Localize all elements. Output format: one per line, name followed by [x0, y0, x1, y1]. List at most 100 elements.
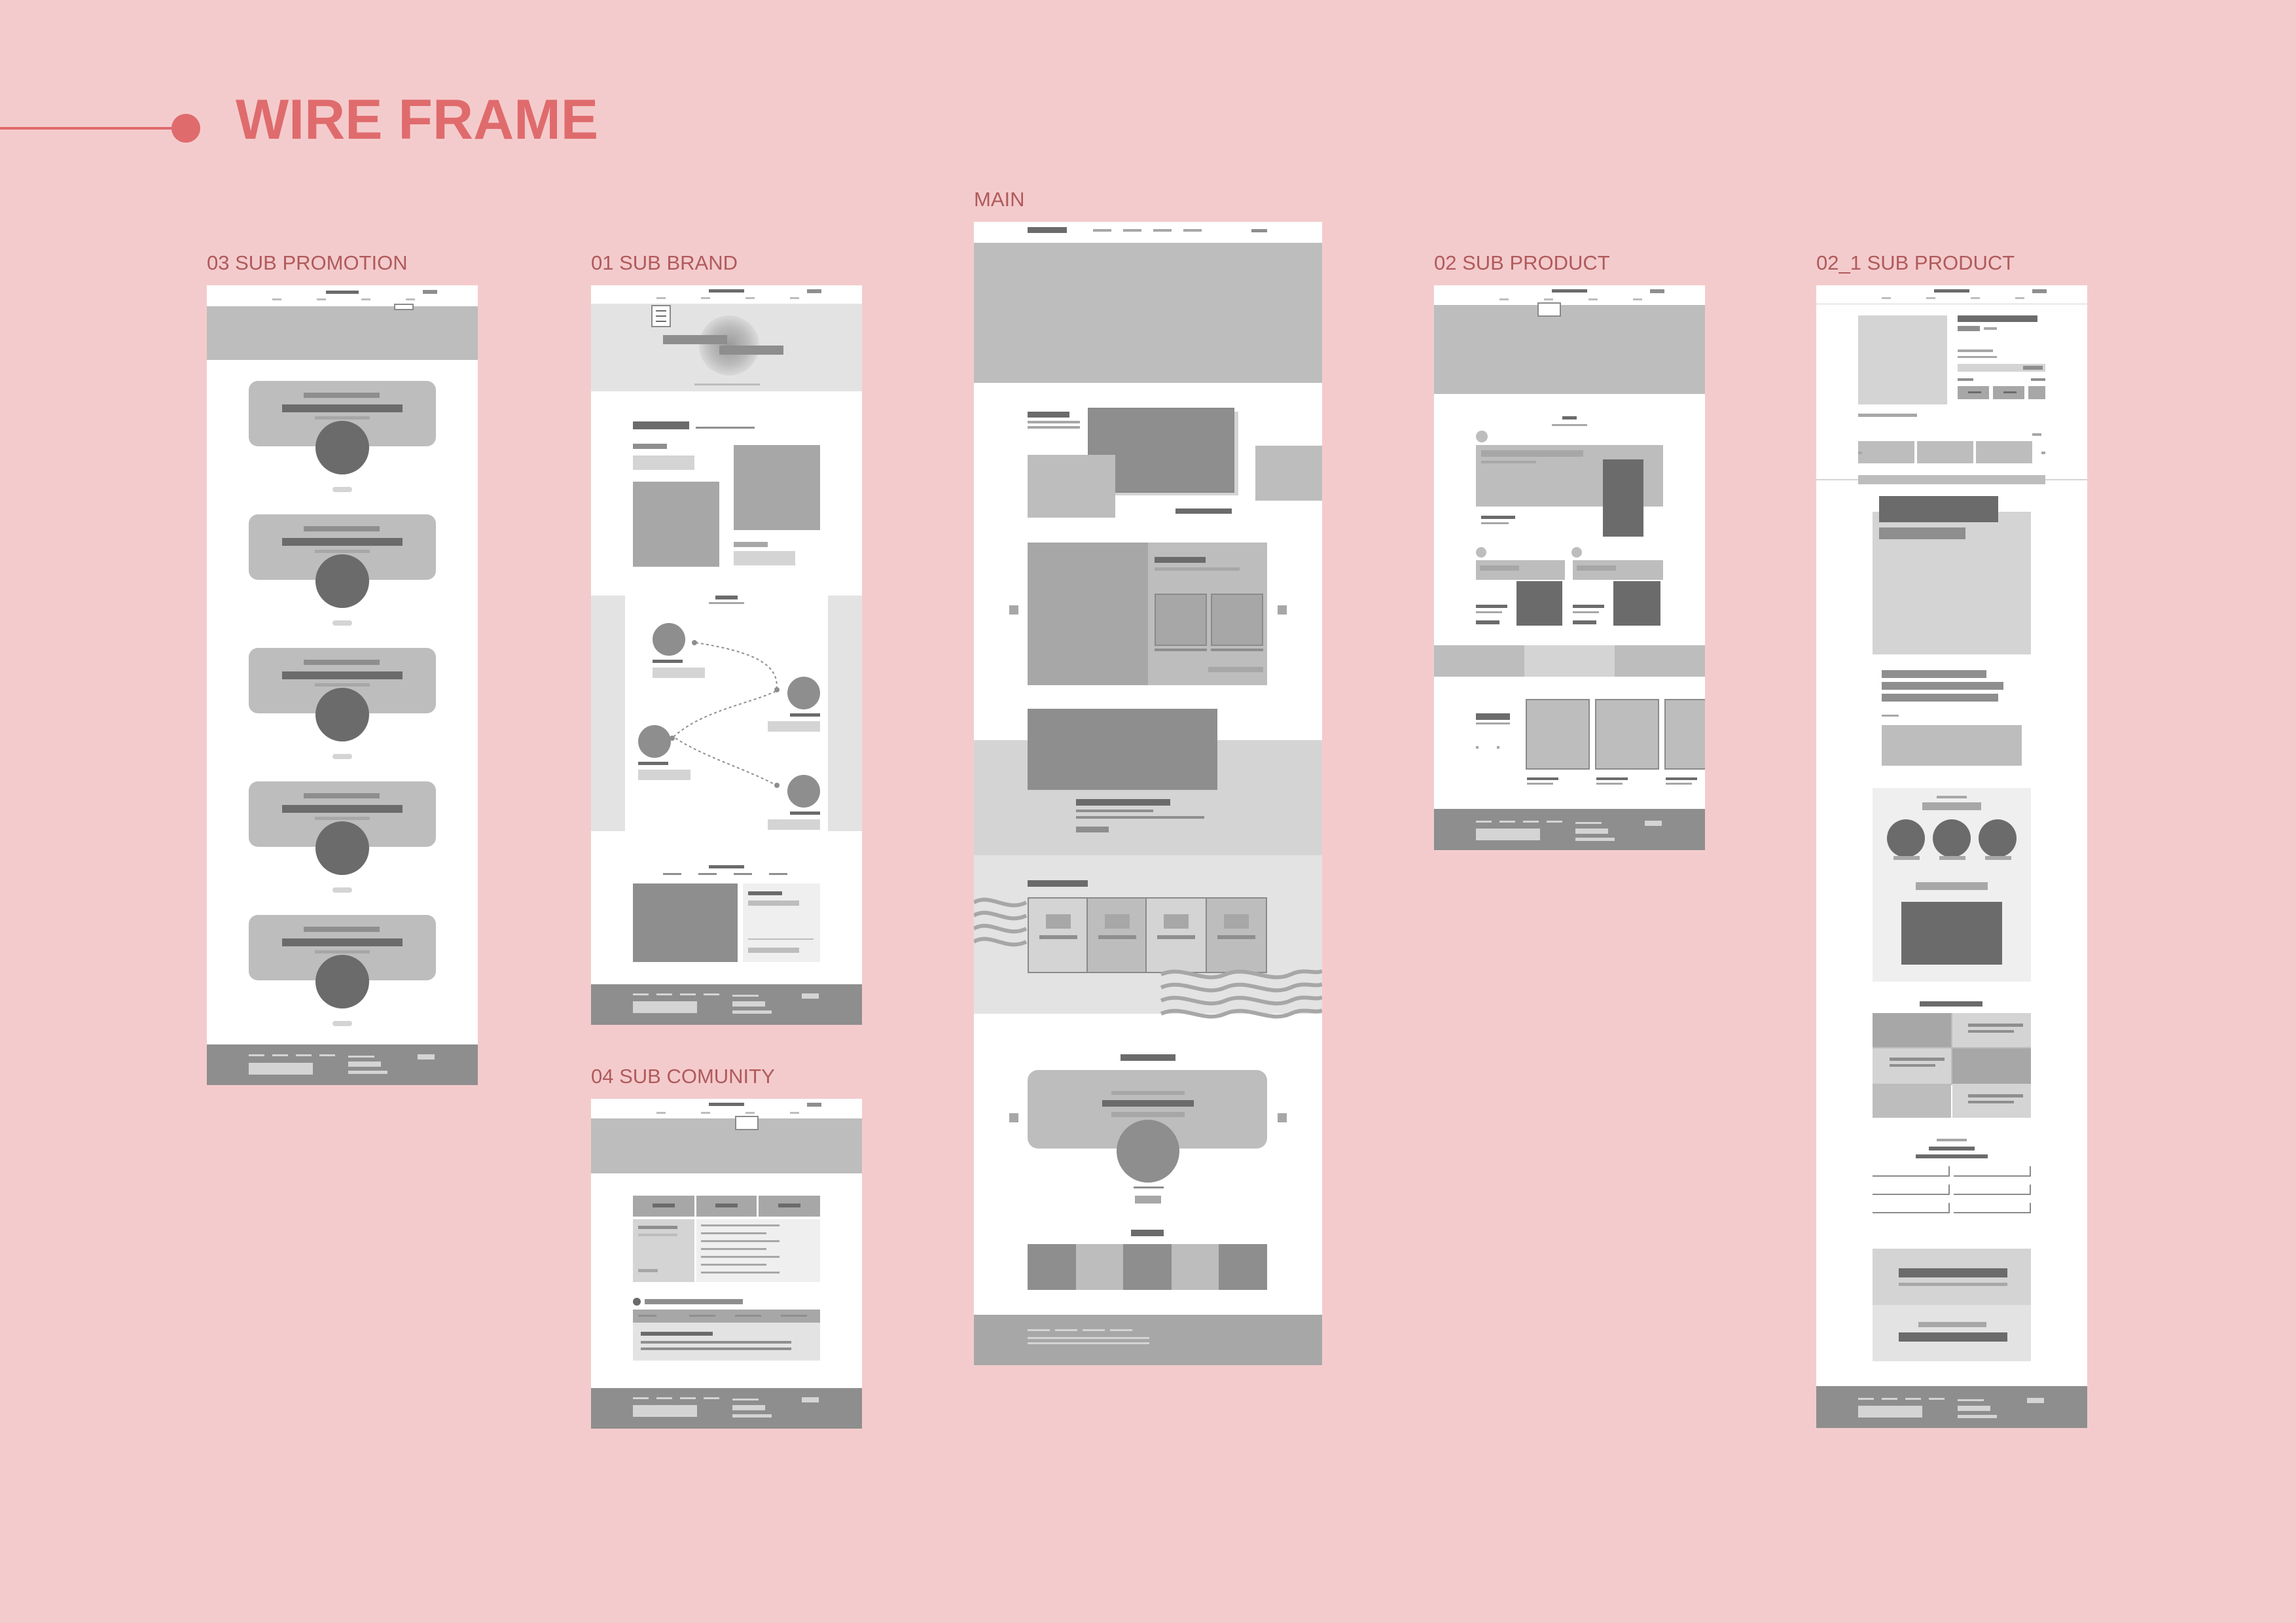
- board-tabs[interactable]: [633, 1310, 820, 1323]
- notice-list-item[interactable]: [701, 1264, 766, 1266]
- footer-link[interactable]: [1523, 821, 1539, 823]
- footer-link[interactable]: [680, 1397, 696, 1399]
- related-item[interactable]: [1917, 441, 1973, 463]
- nav-item[interactable]: [1123, 229, 1141, 232]
- product-card-button[interactable]: [1476, 620, 1499, 624]
- footer-link[interactable]: [1905, 1398, 1921, 1400]
- store-tab[interactable]: [698, 873, 717, 875]
- arrow-right-icon[interactable]: [1278, 1113, 1287, 1122]
- related-item[interactable]: [1858, 441, 1914, 463]
- footer-link[interactable]: [704, 993, 719, 995]
- footer-link[interactable]: [633, 1397, 649, 1399]
- review-cell[interactable]: [1873, 1203, 1950, 1213]
- store-tab[interactable]: [734, 873, 752, 875]
- nav-item[interactable]: [1183, 229, 1202, 232]
- related-more[interactable]: [2032, 433, 2041, 436]
- arrow-left-icon[interactable]: [1009, 1113, 1018, 1122]
- product-tab[interactable]: [1434, 645, 1524, 677]
- footer-link[interactable]: [1083, 1329, 1105, 1331]
- footer-link[interactable]: [656, 1397, 672, 1399]
- nav-item[interactable]: [1153, 229, 1172, 232]
- more-button[interactable]: [332, 487, 352, 492]
- review-cell[interactable]: [1873, 1166, 1950, 1177]
- notice-more[interactable]: [638, 1269, 658, 1272]
- gallery-tile[interactable]: [1076, 1244, 1123, 1290]
- footer-link[interactable]: [1882, 1398, 1897, 1400]
- product-list-item[interactable]: [1526, 699, 1590, 770]
- footer-link[interactable]: [680, 993, 696, 995]
- review-cell[interactable]: [1954, 1166, 2031, 1177]
- product-card-button[interactable]: [1573, 620, 1596, 624]
- ingredient-title: [1937, 796, 1967, 798]
- footer-link[interactable]: [319, 1054, 335, 1056]
- gallery-tile[interactable]: [1172, 1244, 1219, 1290]
- product-thumb[interactable]: [1211, 594, 1263, 646]
- band-button[interactable]: [1076, 827, 1109, 832]
- footer-link[interactable]: [656, 993, 672, 995]
- footer-link[interactable]: [1547, 821, 1562, 823]
- more-button[interactable]: [332, 1021, 352, 1026]
- board-tab[interactable]: [735, 1315, 761, 1317]
- pager-dot[interactable]: [1476, 746, 1479, 749]
- carousel-dots[interactable]: [1134, 1186, 1164, 1188]
- footer-link[interactable]: [704, 1397, 719, 1399]
- detail-tab[interactable]: [2000, 475, 2045, 484]
- footer-link[interactable]: [1929, 1398, 1945, 1400]
- footer-link[interactable]: [1055, 1329, 1077, 1331]
- arrow-left-icon[interactable]: [1009, 605, 1018, 615]
- board-tab[interactable]: [638, 1315, 656, 1317]
- footer-link[interactable]: [249, 1054, 264, 1056]
- pager-dot[interactable]: [1497, 746, 1499, 749]
- review-cell[interactable]: [1954, 1185, 2031, 1195]
- nav-item[interactable]: [1093, 229, 1111, 232]
- related-item[interactable]: [1976, 441, 2032, 463]
- wish-button[interactable]: [2028, 386, 2045, 399]
- store-tab[interactable]: [663, 873, 681, 875]
- product-list-item[interactable]: [1664, 699, 1705, 770]
- menu-dots-icon[interactable]: [1251, 229, 1267, 232]
- review-cell[interactable]: [1873, 1185, 1950, 1195]
- promo-button[interactable]: [1135, 1196, 1161, 1204]
- footer-sns[interactable]: [2027, 1398, 2044, 1403]
- product-tab[interactable]: [1615, 645, 1705, 677]
- gallery-tile[interactable]: [1219, 1244, 1267, 1290]
- footer-link[interactable]: [1476, 821, 1492, 823]
- arrow-right-icon[interactable]: [1278, 605, 1287, 615]
- detail-tab[interactable]: [1905, 475, 1952, 484]
- product-thumb[interactable]: [1155, 594, 1207, 646]
- notice-list-item[interactable]: [701, 1232, 766, 1234]
- footer-link[interactable]: [296, 1054, 312, 1056]
- review-cell[interactable]: [1954, 1203, 2031, 1213]
- footer-sns[interactable]: [1645, 821, 1662, 826]
- product-list-item[interactable]: [1595, 699, 1659, 770]
- timeline-dot: [670, 736, 675, 741]
- footer-link[interactable]: [633, 993, 649, 995]
- footer-sns[interactable]: [802, 993, 819, 999]
- detail-tab[interactable]: [1858, 475, 1905, 484]
- product-tab-active[interactable]: [1524, 645, 1615, 677]
- gallery-tile[interactable]: [1028, 1244, 1076, 1290]
- footer-link[interactable]: [1028, 1329, 1050, 1331]
- notice-list-item[interactable]: [701, 1240, 780, 1242]
- footer-sns[interactable]: [418, 1054, 435, 1060]
- store-tab[interactable]: [769, 873, 787, 875]
- more-button[interactable]: [332, 620, 352, 626]
- footer-sns[interactable]: [802, 1397, 819, 1402]
- board-tab[interactable]: [689, 1315, 715, 1317]
- related-prev-icon[interactable]: [1858, 452, 1862, 454]
- notice-list-item[interactable]: [701, 1272, 780, 1274]
- notice-list-item[interactable]: [701, 1248, 766, 1250]
- notice-list-item[interactable]: [701, 1224, 780, 1226]
- footer-link[interactable]: [1499, 821, 1515, 823]
- footer-link[interactable]: [1858, 1398, 1874, 1400]
- gallery-tile[interactable]: [1123, 1244, 1172, 1290]
- product-more[interactable]: [1208, 667, 1263, 672]
- more-button[interactable]: [332, 754, 352, 759]
- footer-link[interactable]: [1110, 1329, 1132, 1331]
- notice-list-item[interactable]: [701, 1256, 780, 1258]
- related-next-icon[interactable]: [2041, 452, 2045, 454]
- footer-link[interactable]: [272, 1054, 288, 1056]
- more-button[interactable]: [332, 887, 352, 893]
- detail-tab[interactable]: [1952, 475, 2000, 484]
- board-tab[interactable]: [781, 1315, 807, 1317]
